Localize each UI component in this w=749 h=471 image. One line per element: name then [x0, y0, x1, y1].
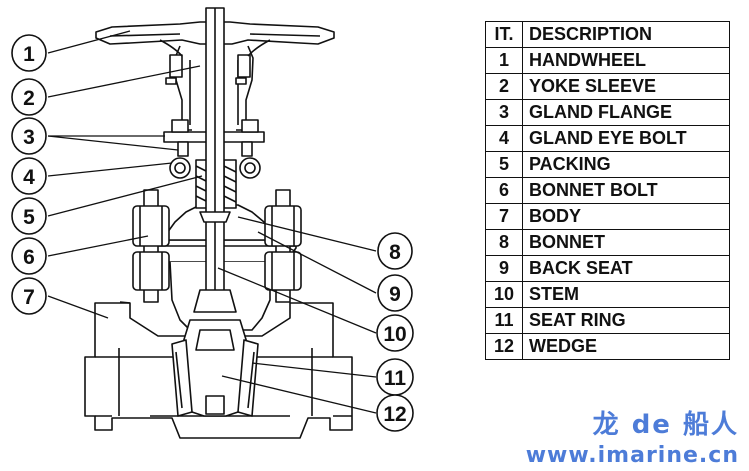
watermark-url: www.imarine.cn — [525, 443, 739, 468]
seat-ring-right — [237, 339, 259, 417]
row-description: STEM — [522, 281, 730, 308]
row-item-number: 1 — [485, 47, 523, 74]
row-description: WEDGE — [522, 333, 730, 360]
row-description: HANDWHEEL — [522, 47, 730, 74]
row-item-number: 4 — [485, 125, 523, 152]
header-description: DESCRIPTION — [522, 21, 730, 48]
callouts: 1 2 3 4 5 6 7 8 9 10 11 12 — [11, 34, 414, 432]
row-item-number: 2 — [485, 73, 523, 100]
svg-text:5: 5 — [23, 206, 35, 229]
callout-6: 6 — [11, 237, 47, 275]
svg-text:9: 9 — [389, 283, 401, 306]
row-description: PACKING — [522, 151, 730, 178]
row-description: BODY — [522, 203, 730, 230]
header-it: IT. — [485, 21, 523, 48]
row-item-number: 9 — [485, 255, 523, 282]
svg-text:11: 11 — [384, 367, 407, 390]
svg-text:4: 4 — [23, 166, 35, 189]
row-item-number: 3 — [485, 99, 523, 126]
row-item-number: 5 — [485, 151, 523, 178]
callout-1: 1 — [11, 34, 47, 72]
row-description: BONNET BOLT — [522, 177, 730, 204]
svg-text:3: 3 — [23, 126, 35, 149]
row-description: YOKE SLEEVE — [522, 73, 730, 100]
svg-text:10: 10 — [383, 323, 406, 346]
bonnet-bolt-left — [132, 189, 170, 303]
callout-4: 4 — [11, 157, 47, 195]
row-description: GLAND EYE BOLT — [522, 125, 730, 152]
callout-8: 8 — [377, 232, 413, 270]
svg-text:8: 8 — [389, 241, 401, 264]
stem — [193, 7, 237, 313]
svg-text:6: 6 — [23, 246, 35, 269]
callout-7: 7 — [11, 277, 47, 315]
row-item-number: 10 — [485, 281, 523, 308]
callout-12: 12 — [376, 394, 414, 432]
back-seat — [199, 211, 231, 223]
callout-11: 11 — [376, 358, 414, 396]
svg-text:7: 7 — [23, 286, 35, 309]
packing — [195, 159, 237, 209]
svg-text:12: 12 — [383, 403, 406, 426]
row-item-number: 11 — [485, 307, 523, 334]
watermark-title: 龙 de 船人 — [592, 410, 739, 440]
seat-ring-left — [171, 339, 193, 417]
gland-eye-bolt-left — [169, 157, 191, 179]
callout-5: 5 — [11, 197, 47, 235]
gland-eye-bolt-right — [239, 157, 261, 179]
bonnet-bolt-right — [264, 189, 302, 303]
row-description: SEAT RING — [522, 307, 730, 334]
leader-lines — [47, 30, 377, 414]
svg-text:1: 1 — [23, 43, 35, 66]
svg-text:2: 2 — [23, 87, 35, 110]
wedge — [181, 319, 249, 417]
row-item-number: 8 — [485, 229, 523, 256]
row-item-number: 12 — [485, 333, 523, 360]
row-description: BONNET — [522, 229, 730, 256]
callout-2: 2 — [11, 78, 47, 116]
callout-10: 10 — [376, 314, 414, 352]
row-description: BACK SEAT — [522, 255, 730, 282]
parts-table-header: IT. DESCRIPTION — [485, 21, 730, 48]
callout-9: 9 — [377, 274, 413, 312]
gate-valve-cross-section: 1 2 3 4 5 6 7 8 9 10 11 12 — [11, 7, 414, 439]
row-item-number: 6 — [485, 177, 523, 204]
row-item-number: 7 — [485, 203, 523, 230]
callout-3: 3 — [11, 117, 47, 155]
row-description: GLAND FLANGE — [522, 99, 730, 126]
